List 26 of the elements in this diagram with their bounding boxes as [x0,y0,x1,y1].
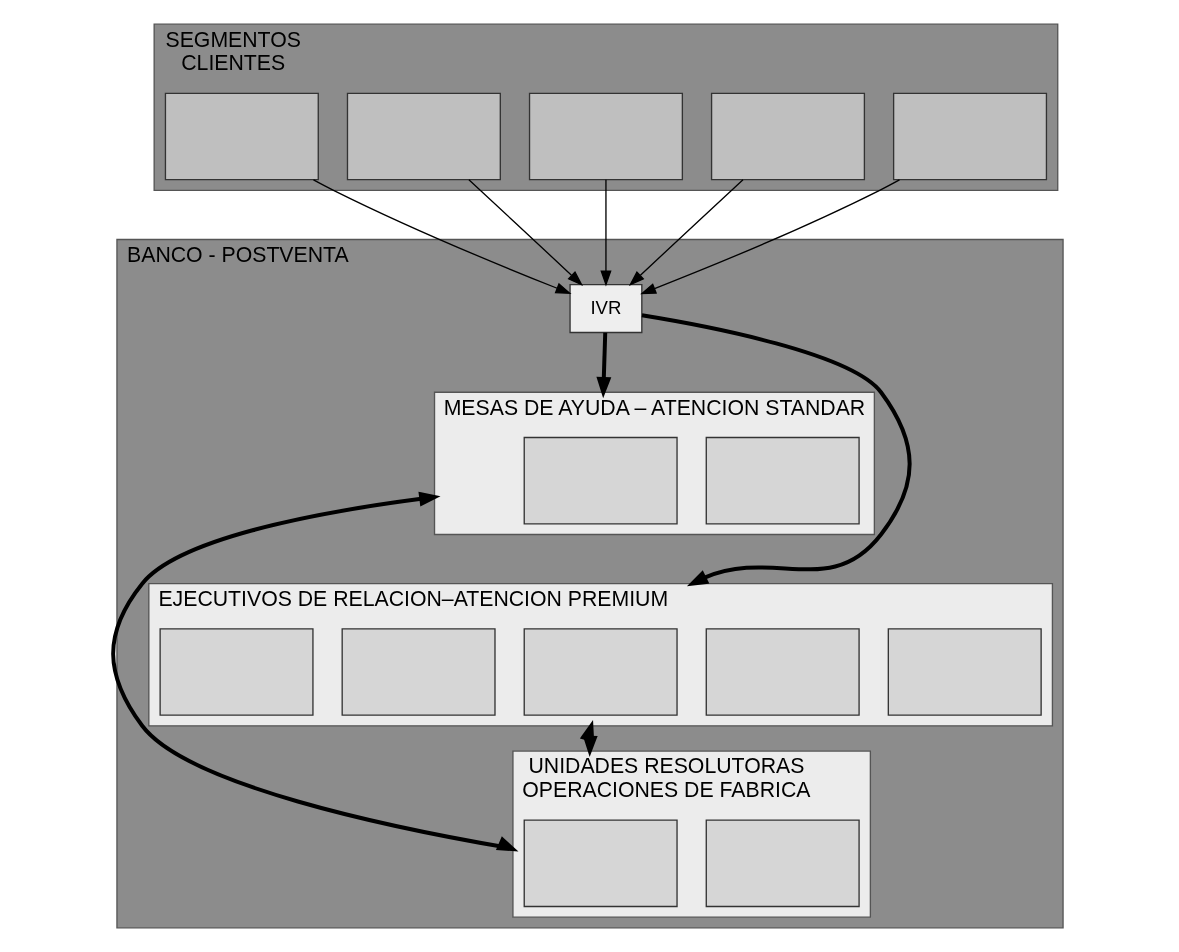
node-box [523,628,678,716]
cluster: MESAS DE AYUDA – ATENCION STANDAR [433,391,875,536]
arrow [312,179,572,294]
node-box [528,92,683,181]
node-box [705,819,860,908]
node-box [346,92,501,181]
node-box [892,92,1047,181]
node-box [523,436,678,525]
node-box [164,92,319,181]
node-box [705,436,860,525]
arrow [641,313,912,587]
cluster: EJECUTIVOS DE RELACION–ATENCION PREMIUM [147,582,1053,727]
arrow [579,720,598,758]
cluster: UNIDADES RESOLUTORAS OPERACIONES DE FABRICA [511,750,871,918]
arrow [599,179,612,287]
node-box: IVR [568,284,642,334]
node-box [523,819,678,908]
arrow [595,332,611,399]
arrow [110,491,518,852]
node-box [158,628,314,716]
node-box [887,628,1042,716]
node-box [710,92,865,181]
node-box [705,628,860,716]
arrow [639,179,900,295]
node-box [341,628,496,716]
cluster: SEGMENTOS CLIENTES [153,23,1058,191]
